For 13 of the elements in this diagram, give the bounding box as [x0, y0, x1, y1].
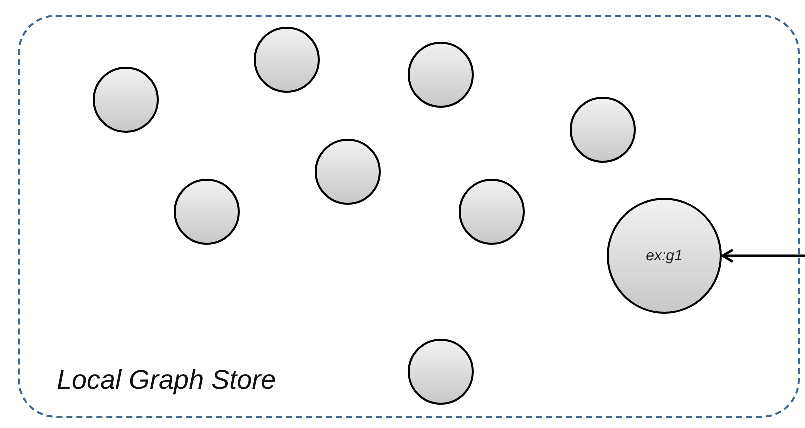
graph-node: [607, 198, 722, 314]
empty-graph-node: [315, 139, 381, 205]
graph-store-container: [18, 15, 800, 418]
arrow: [722, 248, 805, 264]
empty-graph-node: [93, 67, 159, 133]
empty-graph-node: [408, 42, 474, 108]
empty-graph-node: [174, 179, 240, 245]
empty-graph-node: [254, 27, 320, 93]
empty-graph-node: [459, 179, 525, 245]
node-label: ex:g1: [645, 248, 684, 264]
empty-graph-node: [570, 97, 636, 163]
empty-graph-node: [408, 339, 474, 405]
container-title: Local Graph Store: [57, 365, 276, 396]
